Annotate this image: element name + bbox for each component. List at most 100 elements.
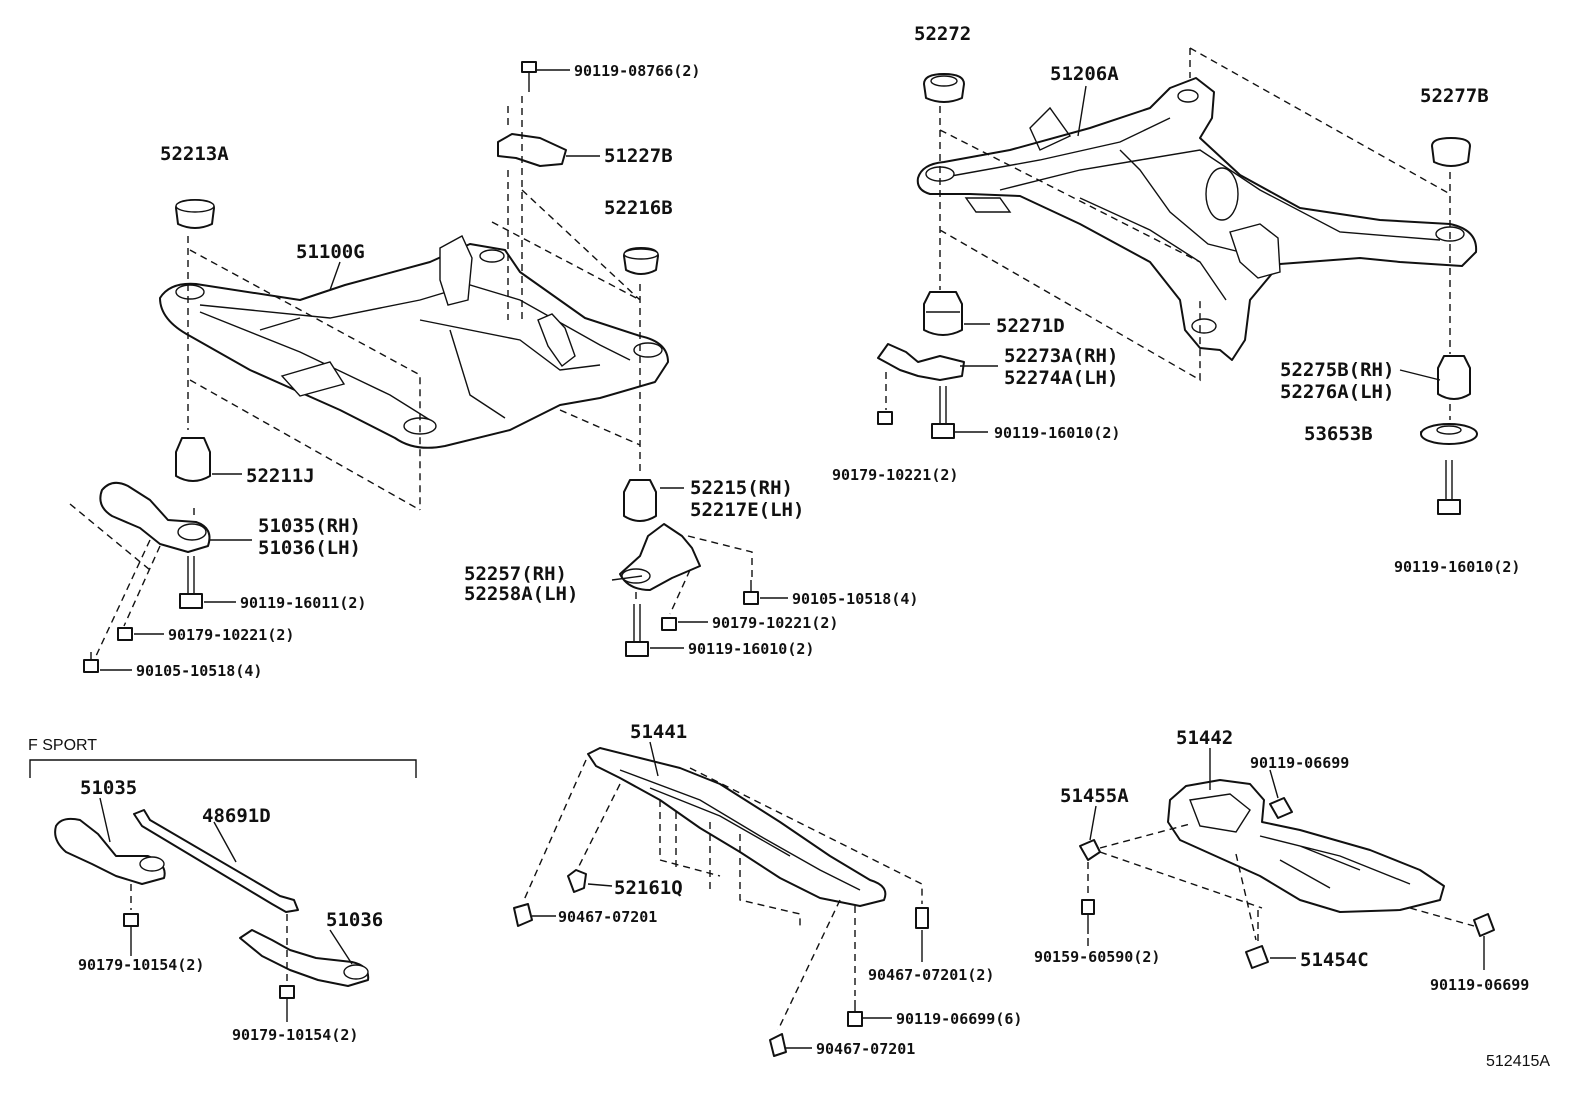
cushion-52211J [175,437,211,482]
label-90179-10154-b: 90179-10154(2) [232,1026,358,1044]
nut-90179-10154-b [279,985,295,999]
bolt-90119-16011 [179,556,203,609]
cushion-52215 [623,479,657,522]
bolt-90119-16010-front [625,604,649,657]
rear-crossmember-lug [964,197,1281,279]
rear-guides [885,47,1451,420]
label-90119-06699-c: 90119-06699 [1430,976,1529,994]
label-52276A-lh: 52276A(LH) [1280,381,1394,403]
washer-53653B-center [1436,425,1462,435]
label-51206A: 51206A [1050,63,1119,85]
rear-crossmember-inner [939,106,1441,301]
rear-mount-hole-top [1177,89,1199,103]
label-90179-10221-a: 90179-10221(2) [168,626,294,644]
label-52273A-rh: 52273A(RH) [1004,345,1118,367]
f-sport-guides [130,884,288,982]
bracket-51227B [497,133,567,167]
label-90467-07201-c: 90467-07201 [816,1040,915,1058]
label-52213A: 52213A [160,143,229,165]
label-51454C: 51454C [1300,949,1369,971]
label-51036-fsport: 51036 [326,909,383,931]
bracket-51036-fsport-bushing [343,964,369,980]
label-90179-10221-c: 90179-10221(2) [832,466,958,484]
label-51036-lh: 51036(LH) [258,537,361,559]
front-crossmember-frame [159,243,669,449]
label-90119-16011: 90119-16011(2) [240,594,366,612]
front-cover-leaders [532,741,923,1049]
label-90119-16010-c: 90119-16010(2) [1394,558,1520,576]
label-51442: 51442 [1176,727,1233,749]
label-90467-07201-a: 90467-07201 [558,908,657,926]
cover-51441 [587,747,887,907]
cover-51442 [1167,779,1445,913]
bolt-90119-08766 [521,61,537,92]
label-51441: 51441 [630,721,687,743]
cushion-52271D [923,291,963,336]
bolt-90119-16010-rear-a [931,386,955,439]
bolt-90119-16010-rear-b [1437,460,1461,515]
rear-leaders [954,85,1441,433]
label-90179-10154-a: 90179-10154(2) [78,956,204,974]
bracket-51035 [99,481,211,553]
label-52217E-lh: 52217E(LH) [690,499,804,521]
cover-51441-detail [619,769,861,891]
label-51455A: 51455A [1060,785,1129,807]
cover-51442-detail [1189,793,1411,889]
f-sport-bracket-line [29,759,417,778]
cushion-52213A-top [175,199,215,213]
f-sport-group: F SPORT 51035 48691D 51036 90179-10154(2… [28,737,417,1044]
bolt-90159-60590 [1081,899,1095,934]
label-90159-60590: 90159-60590(2) [1034,948,1160,966]
rear-mount-hole-bottom [1191,318,1217,334]
rear-under-cover-group: 51442 90119-06699 51455A 90159-60590(2) … [1034,727,1529,994]
label-51035-rh: 51035(RH) [258,515,361,537]
label-52215-rh: 52215(RH) [690,477,793,499]
label-52258A-lh: 52258A(LH) [464,583,578,605]
label-48691D: 48691D [202,805,271,827]
nut-90179-10154-a [123,913,139,927]
bracket-52257-bushing [621,568,651,584]
label-90119-16010-a: 90119-16010(2) [688,640,814,658]
label-52272: 52272 [914,23,971,45]
label-52161Q: 52161Q [614,877,683,899]
bolt-90119-06699-front [847,1000,863,1027]
label-90105-10518-a: 90105-10518(4) [136,662,262,680]
label-53653B: 53653B [1304,423,1373,445]
label-52274A-lh: 52274A(LH) [1004,367,1118,389]
clip-52161Q [567,869,587,893]
bracket-51035-bushing [177,523,207,541]
front-mount-hole-right [633,342,663,358]
rear-crossmember-frame [916,77,1478,361]
nut-90179-10221-rear [877,411,893,425]
label-90467-07201-b: 90467-07201(2) [868,966,994,984]
bolt-90119-06699-right [1473,913,1495,937]
rear-crossmember-group: 52272 51206A 52277B 52271D 52273A(RH) 52… [832,23,1520,576]
clip-51455A [1079,839,1101,861]
rear-cover-leaders [1087,748,1485,970]
label-90119-16010-b: 90119-16010(2) [994,424,1120,442]
bolt-90105-10518-right [743,580,759,605]
f-sport-title: F SPORT [28,737,97,754]
label-90119-06699-b: 90119-06699 [1250,754,1349,772]
front-crossmember-group: 52213A 51100G 90119-08766(2) 51227B 5221… [69,61,918,680]
clip-90467-07201-b [915,907,929,929]
brace-48691D [133,809,299,913]
label-51100G: 51100G [296,241,365,263]
label-90119-08766: 90119-08766(2) [574,62,700,80]
label-90179-10221-b: 90179-10221(2) [712,614,838,632]
label-90119-06699-a: 90119-06699(6) [896,1010,1022,1028]
label-51227B: 51227B [604,145,673,167]
label-52211J: 52211J [246,465,315,487]
f-sport-leaders [99,797,353,1022]
label-52271D: 52271D [996,315,1065,337]
front-mount-hole-top [479,249,505,263]
label-52275B-rh: 52275B(RH) [1280,359,1394,381]
front-cover-guides [523,759,923,1031]
nut-90179-10221-front [117,627,133,641]
label-90105-10518-b: 90105-10518(4) [792,590,918,608]
front-crossmember-tower [439,235,576,368]
clip-51454C [1245,945,1269,969]
bracket-51035-fsport-bushing [139,856,165,872]
label-52257-rh: 52257(RH) [464,563,567,585]
